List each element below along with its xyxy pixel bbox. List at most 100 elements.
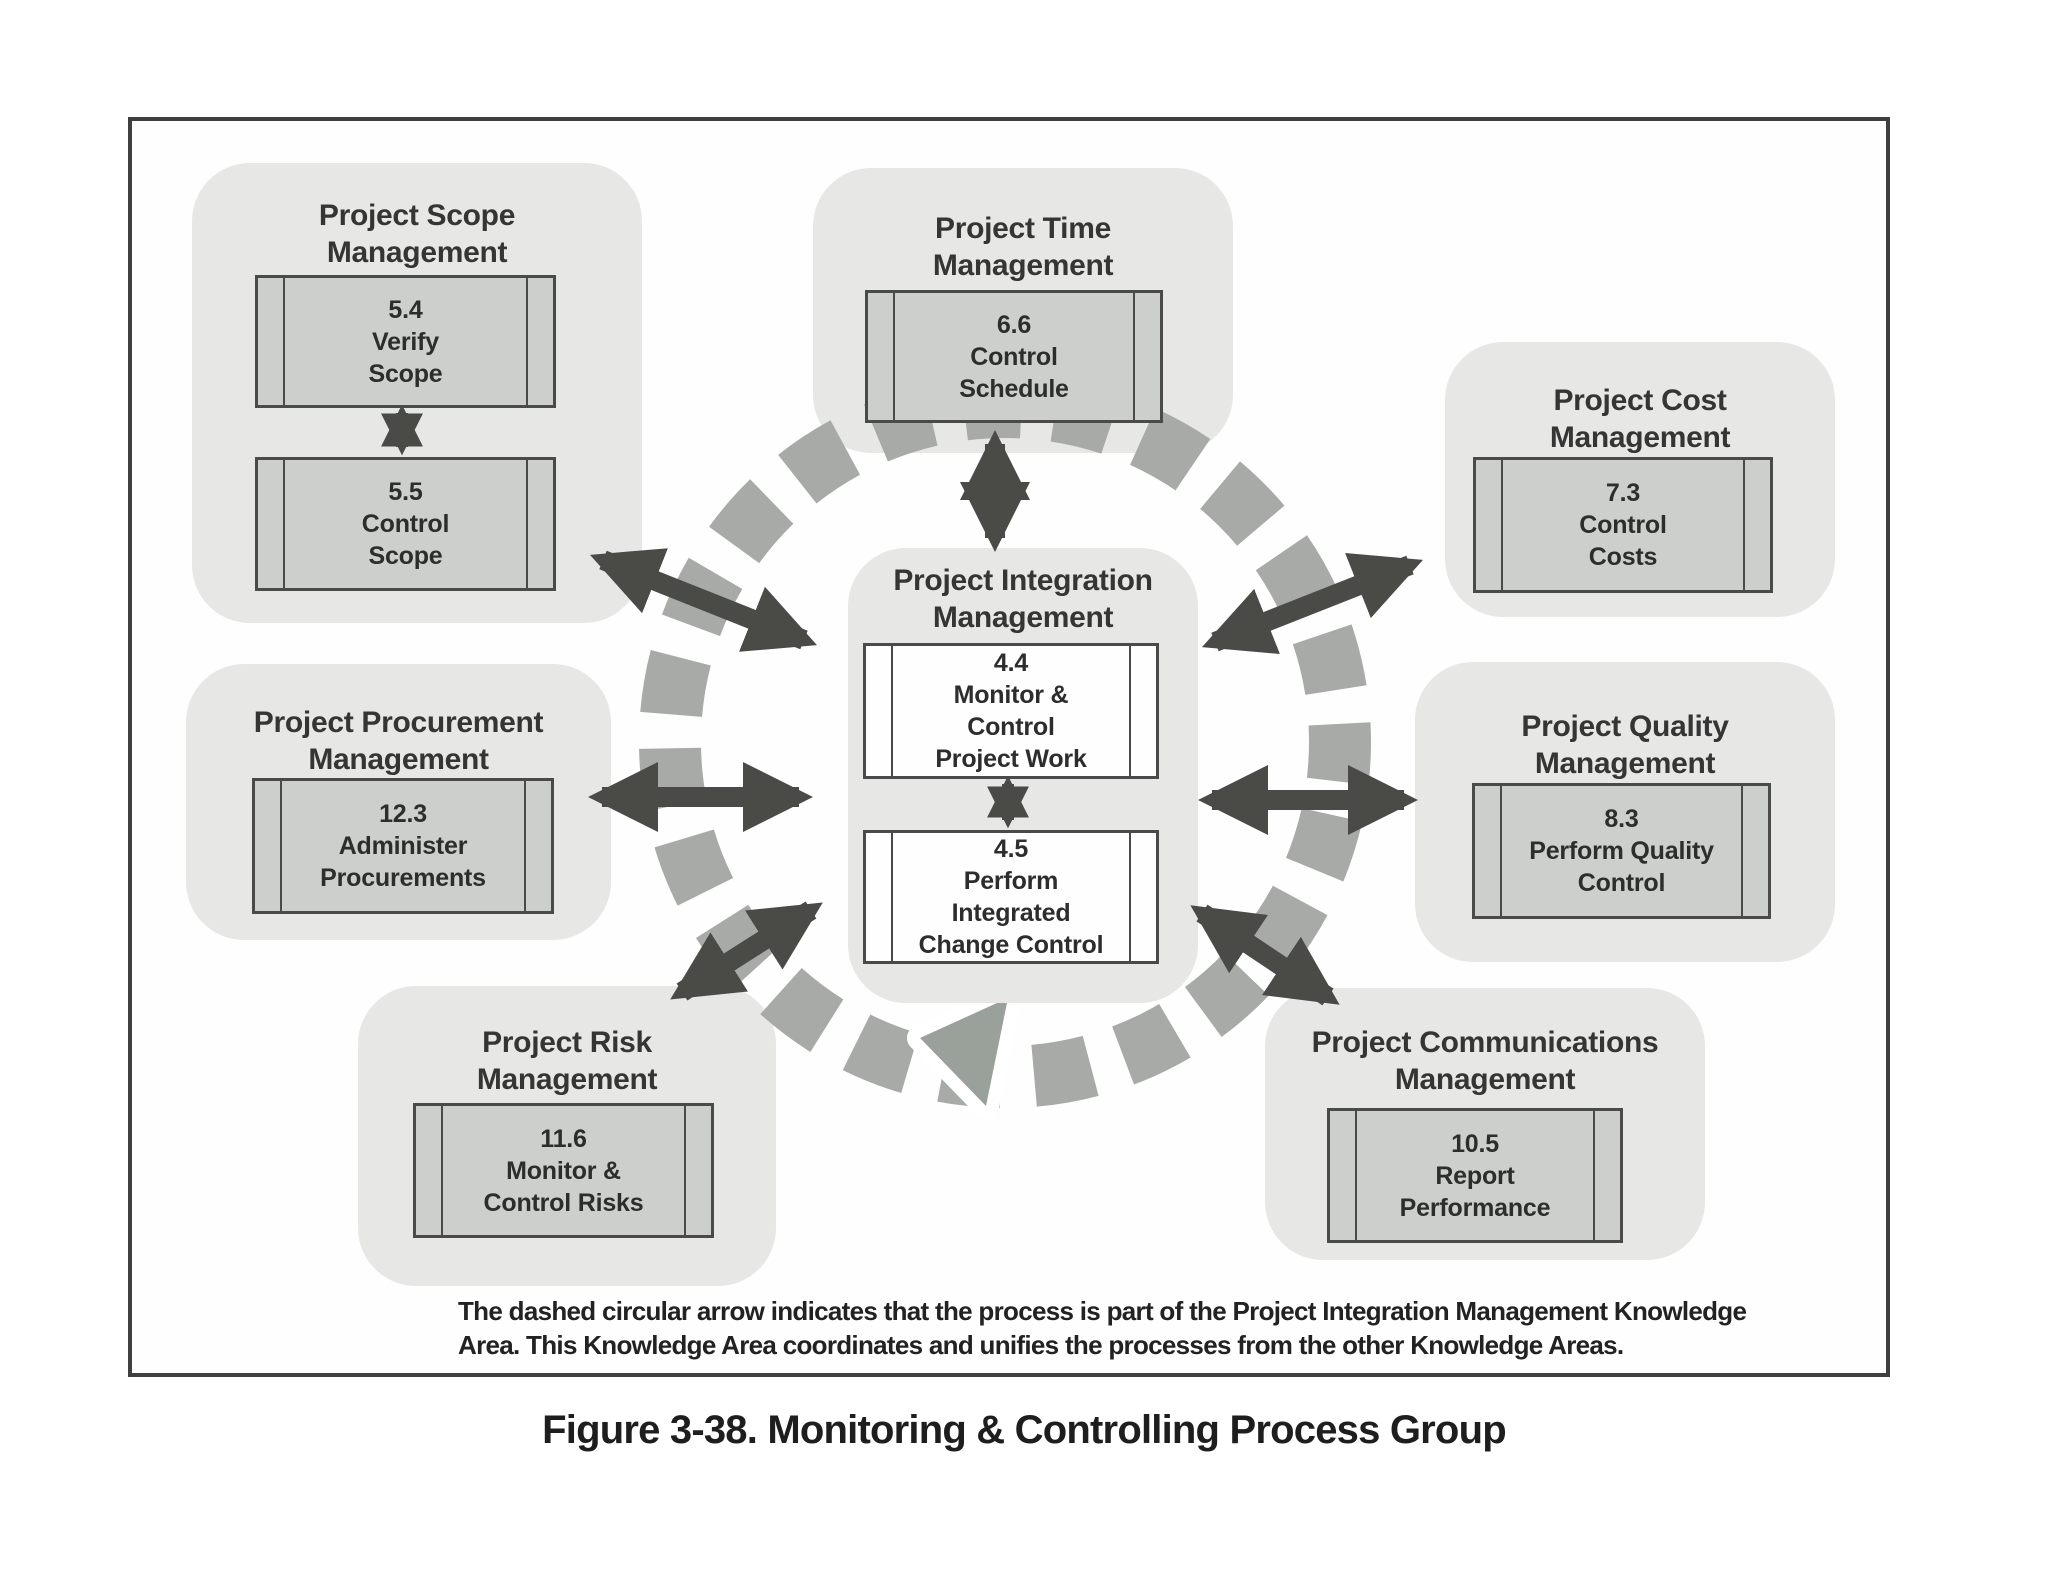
box-side-line-right xyxy=(1741,786,1743,916)
box-side-line-right xyxy=(1593,1111,1595,1240)
group-title-line: Management xyxy=(932,249,1114,282)
process-label: 8.3 Perform Quality Control xyxy=(1529,803,1714,899)
process-name-line: Schedule xyxy=(959,374,1069,403)
group-title-line: Project Cost xyxy=(1553,384,1727,417)
figure-caption: The dashed circular arrow indicates that… xyxy=(458,1294,1747,1362)
process-name-line: Verify xyxy=(372,327,439,356)
group-title-line: Management xyxy=(326,236,508,269)
process-box-10-5: 10.5 Report Performance xyxy=(1327,1108,1623,1243)
process-name-line: Procurements xyxy=(320,864,486,892)
double-arrow-scope-center-icon xyxy=(589,548,818,652)
process-label: 4.5 Perform Integrated Change Control xyxy=(919,833,1104,961)
caption-line: Area. This Knowledge Area coordinates an… xyxy=(458,1330,1624,1360)
process-number: 7.3 xyxy=(1605,479,1641,507)
process-box-12-3: 12.3 Administer Procurements xyxy=(252,778,554,914)
group-title-communications: Project Communications Management xyxy=(1265,988,1705,1098)
box-side-line-left xyxy=(280,781,282,911)
double-arrow-risk-center-icon xyxy=(670,901,823,1001)
box-side-line-left xyxy=(441,1106,443,1235)
group-title-line: Management xyxy=(1534,747,1716,780)
process-name-line: Monitor & xyxy=(506,1156,621,1185)
process-name-line: Performance xyxy=(1399,1193,1551,1222)
process-box-6-6: 6.6 Control Schedule xyxy=(865,290,1163,423)
group-title-line: Management xyxy=(476,1063,658,1096)
process-name-line: Control xyxy=(970,342,1058,371)
process-number: 10.5 xyxy=(1451,1129,1499,1158)
process-number: 5.4 xyxy=(388,295,423,324)
process-name-line: Scope xyxy=(368,359,443,388)
box-side-line-left xyxy=(283,460,285,588)
group-title-line: Project Communications xyxy=(1311,1026,1659,1059)
caption-line: The dashed circular arrow indicates that… xyxy=(458,1296,1747,1326)
process-label: 10.5 Report Performance xyxy=(1400,1128,1551,1224)
group-title-line: Project Scope xyxy=(318,199,516,232)
group-title-scope: Project Scope Management xyxy=(192,163,642,271)
process-name-line: Costs xyxy=(1588,543,1658,571)
group-title-line: Project Risk xyxy=(482,1026,652,1059)
process-box-4-4: 4.4 Monitor & Control Project Work xyxy=(863,643,1159,779)
process-name-line: Perform Quality xyxy=(1529,837,1714,865)
process-label: 12.3 Administer Procurements xyxy=(320,798,486,894)
box-side-line-left xyxy=(283,278,285,405)
process-box-5-4: 5.4 Verify Scope xyxy=(255,275,556,408)
process-number: 8.3 xyxy=(1604,805,1639,833)
process-name-line: Integrated xyxy=(951,899,1071,927)
double-arrow-cost-center-icon xyxy=(1201,553,1424,654)
box-side-line-right xyxy=(1133,293,1135,420)
group-title-procurement: Project Procurement Management xyxy=(186,664,611,778)
process-number: 4.4 xyxy=(993,649,1029,677)
process-label: 5.5 Control Scope xyxy=(361,476,450,572)
process-number: 5.5 xyxy=(388,478,423,506)
process-name-line: Change Control xyxy=(918,931,1104,959)
group-title-cost: Project Cost Management xyxy=(1445,342,1835,456)
process-number: 11.6 xyxy=(540,1124,587,1153)
box-side-line-right xyxy=(684,1106,686,1235)
process-label: 4.4 Monitor & Control Project Work xyxy=(935,647,1087,775)
group-title-time: Project Time Management xyxy=(813,168,1233,284)
process-label: 7.3 Control Costs xyxy=(1579,477,1667,573)
process-label: 6.6 Control Schedule xyxy=(959,309,1069,405)
box-side-line-left xyxy=(1355,1111,1357,1240)
figure-title: Figure 3-38. Monitoring & Controlling Pr… xyxy=(542,1408,1507,1452)
process-name-line: Control xyxy=(967,713,1055,741)
process-number: 6.6 xyxy=(996,310,1032,339)
process-name-line: Control xyxy=(1577,869,1666,897)
process-name-line: Project Work xyxy=(935,745,1087,773)
group-title-line: Management xyxy=(932,601,1114,634)
process-number: 12.3 xyxy=(379,800,427,828)
process-name-line: Administer xyxy=(338,832,468,860)
box-side-line-left xyxy=(891,833,893,961)
process-label: 5.4 Verify Scope xyxy=(368,294,442,390)
group-title-risk: Project Risk Management xyxy=(358,986,776,1098)
group-title-integration: Project Integration Management xyxy=(848,548,1198,636)
box-side-line-right xyxy=(1743,460,1745,590)
group-title-quality: Project Quality Management xyxy=(1415,662,1835,782)
box-side-line-left xyxy=(1501,460,1503,590)
group-title-line: Management xyxy=(1394,1063,1576,1096)
group-title-line: Project Quality xyxy=(1521,710,1729,743)
process-box-8-3: 8.3 Perform Quality Control xyxy=(1472,783,1771,919)
box-side-line-right xyxy=(1129,833,1131,961)
box-side-line-right xyxy=(1129,646,1131,776)
process-number: 4.5 xyxy=(993,835,1029,863)
group-title-line: Management xyxy=(308,743,489,776)
group-title-line: Project Time xyxy=(935,212,1111,245)
process-name-line: Control xyxy=(1579,511,1667,539)
group-title-line: Project Procurement xyxy=(253,706,544,739)
process-box-11-6: 11.6 Monitor & Control Risks xyxy=(413,1103,714,1238)
process-name-line: Control Risks xyxy=(483,1188,644,1217)
box-side-line-right xyxy=(524,781,526,911)
ring-arrowhead-icon xyxy=(920,998,1008,1106)
group-title-line: Management xyxy=(1549,421,1731,454)
box-side-line-left xyxy=(891,646,893,776)
box-side-line-left xyxy=(1500,786,1502,916)
box-side-line-left xyxy=(893,293,895,420)
box-side-line-right xyxy=(526,278,528,405)
process-name-line: Control xyxy=(361,510,450,538)
process-name-line: Perform xyxy=(963,867,1059,895)
process-box-4-5: 4.5 Perform Integrated Change Control xyxy=(863,830,1159,964)
process-label: 11.6 Monitor & Control Risks xyxy=(484,1123,644,1219)
process-name-line: Monitor & xyxy=(953,681,1069,709)
